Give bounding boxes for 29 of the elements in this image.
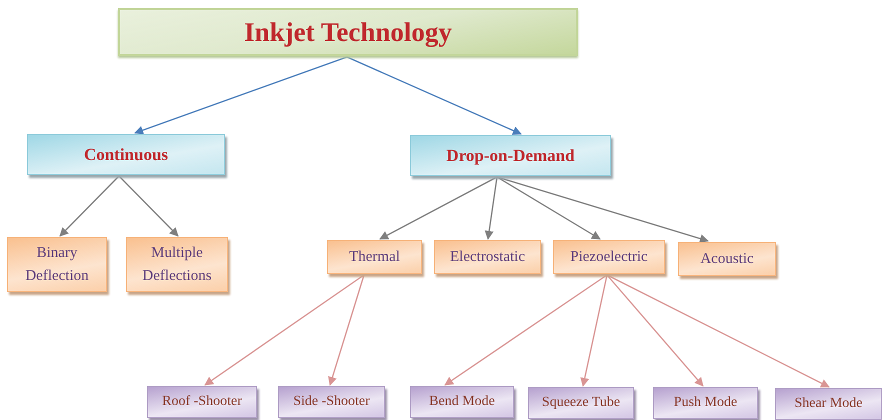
arrow: [580, 274, 608, 387]
type-box: Push Mode: [653, 387, 758, 419]
arrow: [346, 56, 522, 135]
type-box: Piezoelectric: [553, 240, 665, 274]
arrow: [134, 56, 348, 134]
arrow: [59, 176, 120, 237]
arrow: [118, 176, 179, 237]
type-box: Squeeze Tube: [528, 387, 634, 419]
arrow: [379, 176, 498, 240]
type-box: Roof -Shooter: [147, 386, 257, 418]
arrow: [484, 176, 498, 240]
arrow: [204, 274, 364, 386]
category-box: Drop-on-Demand: [410, 135, 611, 176]
type-box: Bend Mode: [410, 386, 514, 418]
arrow: [496, 176, 709, 243]
type-box: Acoustic: [678, 242, 776, 276]
arrow: [606, 274, 830, 388]
arrow: [606, 274, 704, 387]
title-box: Inkjet Technology: [118, 8, 578, 56]
arrow: [328, 274, 365, 386]
type-box: Multiple Deflections: [126, 237, 228, 292]
type-box: Electrostatic: [434, 240, 541, 274]
type-box: Side -Shooter: [278, 386, 385, 418]
arrow: [496, 176, 601, 240]
type-box: Binary Deflection: [7, 237, 107, 292]
arrow: [444, 274, 608, 386]
category-box: Continuous: [27, 134, 225, 175]
type-box: Thermal: [327, 240, 422, 274]
type-box: Shear Mode: [775, 388, 882, 420]
